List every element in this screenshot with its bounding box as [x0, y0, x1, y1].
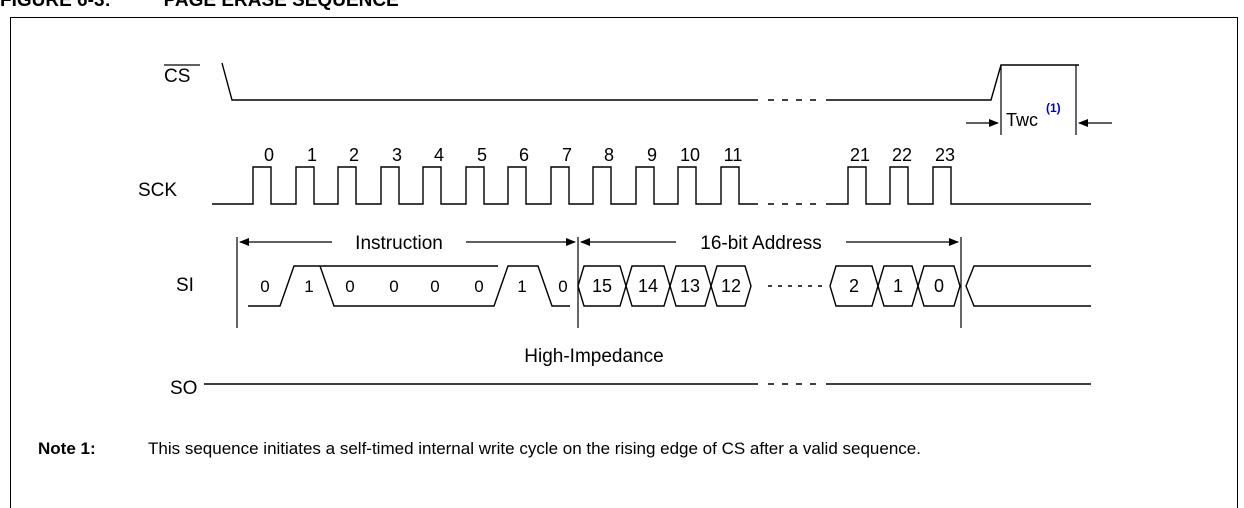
si-instruction-bit: 0 — [430, 277, 439, 296]
si-instruction-bit: 0 — [345, 277, 354, 296]
instruction-span-label: Instruction — [355, 233, 443, 254]
si-instruction-bit: 1 — [304, 277, 313, 296]
cs-waveform — [221, 62, 1079, 101]
si-instruction-bit: 0 — [389, 277, 398, 296]
note-text: This sequence initiates a self-timed int… — [148, 439, 921, 458]
si-instruction-bit: 0 — [260, 277, 269, 296]
si-address-bit: 14 — [638, 276, 658, 296]
instruction-span: Instruction — [239, 233, 576, 254]
sck-clock-number: 3 — [392, 145, 402, 165]
si-instruction-bit: 0 — [474, 277, 483, 296]
note-label: Note 1: — [38, 439, 96, 458]
sck-clock-number: 2 — [349, 145, 359, 165]
si-instruction-bit: 1 — [517, 277, 526, 296]
cs-signal-label: CS — [164, 66, 190, 87]
figure-note: Note 1: This sequence initiates a self-ti… — [38, 439, 921, 459]
si-signal-label: SI — [176, 275, 194, 296]
si-address-bit: 2 — [849, 276, 859, 296]
sck-clock-number: 7 — [562, 145, 572, 165]
sck-clock-number: 6 — [519, 145, 529, 165]
si-address-waveform — [577, 265, 1091, 307]
sck-clock-number: 8 — [604, 145, 614, 165]
address-span-label: 16-bit Address — [700, 233, 821, 254]
sck-clock-number: 23 — [935, 145, 955, 165]
twc-note-ref: (1) — [1046, 101, 1061, 115]
si-instruction-waveform — [248, 265, 570, 307]
si-address-bit: 1 — [893, 276, 903, 296]
si-address-bit: 15 — [592, 276, 612, 296]
figure-frame — [10, 17, 1238, 508]
si-address-bit: 0 — [934, 276, 944, 296]
sck-clock-number: 4 — [434, 145, 444, 165]
sck-signal-label: SCK — [138, 180, 177, 201]
sck-clock-number: 1 — [307, 145, 317, 165]
so-signal-label: SO — [170, 378, 197, 399]
twc-timing-marker: Twc (1) — [966, 65, 1112, 135]
sck-clock-number: 21 — [850, 145, 870, 165]
si-instruction-bit: 0 — [558, 277, 567, 296]
address-span: 16-bit Address — [580, 233, 959, 254]
so-high-impedance-label: High-Impedance — [524, 346, 663, 367]
sck-clock-number: 9 — [647, 145, 657, 165]
sck-clock-number: 10 — [680, 145, 700, 165]
sck-clock-number: 5 — [477, 145, 487, 165]
si-address-bit: 13 — [680, 276, 700, 296]
sck-clock-number: 22 — [892, 145, 912, 165]
sck-clock-number: 0 — [264, 145, 274, 165]
twc-label: Twc — [1006, 110, 1038, 130]
si-address-bit: 12 — [721, 276, 741, 296]
sck-clock-number: 11 — [724, 145, 743, 165]
figure-title: FIGURE 6-3: PAGE ERASE SEQUENCE — [0, 0, 399, 11]
sck-waveform — [212, 166, 1091, 205]
